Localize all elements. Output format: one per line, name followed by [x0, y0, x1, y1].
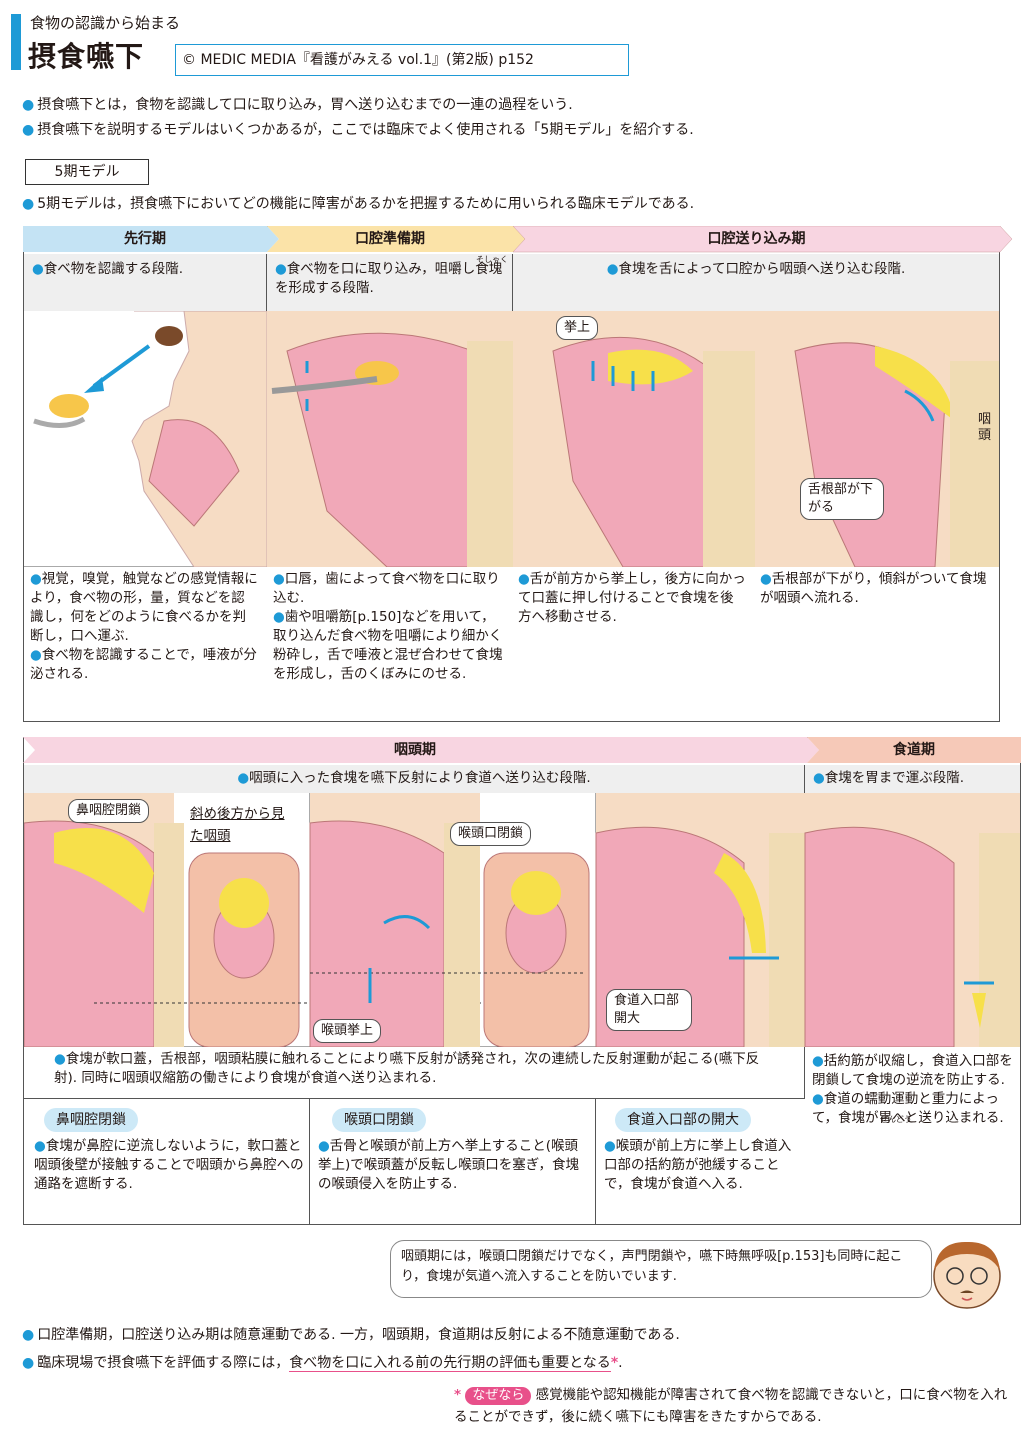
note-koukuu-junbi: ●口唇，歯によって食べ物を口に取り込む. ●歯や咀嚼筋[p.150]などを用いて… — [273, 570, 505, 684]
divider — [24, 1098, 805, 1099]
phase-head-senkou: 先行期 — [23, 226, 267, 252]
divider — [595, 1099, 596, 1225]
sub-text-shokudou: ●喉頭が前上方に挙上し食道入口部の括約筋が弛緩することで，食塊が食道へ入る. — [604, 1137, 800, 1194]
nazenara-badge: なぜなら — [465, 1387, 531, 1405]
top-illustrations — [24, 311, 999, 567]
label-zekonbu: 舌根部が下がる — [800, 478, 884, 520]
label-intou: 咽頭 — [978, 412, 994, 444]
divider — [309, 1099, 310, 1225]
footer-bullet-2: ●臨床現場で摂食嚥下を評価する際には，食べ物を口に入れる前の先行期の評価も重要と… — [22, 1353, 1012, 1373]
page-subtitle: 食物の認識から始まる — [30, 12, 180, 33]
label-biinkou: 鼻咽腔閉鎖 — [68, 799, 149, 823]
note-senkou: ●視覚，嗅覚，触覚などの感覚情報により，食べ物の形，量，質などを認識し，何をどの… — [30, 570, 258, 684]
label-koutou-kyojo: 喉頭挙上 — [313, 1019, 381, 1043]
note-okurikomi-2: ●舌根部が下がり，傾斜がついて食塊が咽頭へ流れる. — [760, 570, 992, 608]
section-intro: ●5期モデルは，摂食嚥下においてどの機能に障害があるかを把握するために用いられる… — [22, 194, 1012, 214]
phase-head-koukuu-okurikomi: 口腔送り込み期 — [513, 226, 1000, 252]
subhead-shokudou: 食道入口部の開大 — [615, 1108, 751, 1132]
page-title: 摂食嚥下 — [28, 35, 144, 75]
esophagus-notes: ●括約筋が収縮し，食道入口部を閉鎖して食塊の逆流を防止する. ●食道の蠕動運動と… — [812, 1052, 1014, 1128]
phase-head-koukuu-junbi: 口腔準備期 — [267, 226, 513, 252]
note-okurikomi-1: ●舌が前方から挙上し，後方に向かって口蓋に押し付けることで食塊を後方へ移動させる… — [518, 570, 746, 627]
copyright-box: © MEDIC MEDIA『看護がみえる vol.1』(第2版) p152 — [175, 44, 629, 76]
sub-text-koutou: ●舌骨と喉頭が前上方へ挙上すること(喉頭挙上)で喉頭蓋が反転し喉頭口を塞ぎ，食塊… — [318, 1137, 590, 1194]
title-accent-bar — [11, 14, 21, 70]
section-label: 5期モデル — [25, 159, 149, 185]
subhead-biinkou: 鼻咽腔閉鎖 — [44, 1108, 138, 1132]
label-shokudou-kaidai: 食道入口部開大 — [606, 989, 692, 1031]
label-kyojo: 挙上 — [556, 316, 598, 340]
footnote-reason: * なぜなら 感覚機能や認知機能が障害されて食べ物を認識できないと，口に食べ物を… — [454, 1384, 1014, 1428]
label-koutou-heisa: 喉頭口閉鎖 — [450, 822, 531, 846]
label-naname: 斜め後方から見た咽頭 — [190, 803, 290, 847]
intro-bullet-2: ●摂食嚥下を説明するモデルはいくつかあるが，ここでは臨床でよく使用される「5期モ… — [22, 120, 1012, 140]
speech-bubble: 咽頭期には，喉頭口閉鎖だけでなく，声門閉鎖や，嚥下時無呼吸[p.153]も同時に… — [390, 1240, 932, 1298]
phase-head-intou: 咽頭期 — [23, 737, 807, 763]
subhead-koutou: 喉頭口閉鎖 — [332, 1108, 426, 1132]
phase-head-shokudou: 食道期 — [807, 737, 1021, 763]
footer-emphasis: 食べ物を口に入れる前の先行期の評価も重要となる — [289, 1355, 611, 1372]
intro-bullet-1: ●摂食嚥下とは，食物を認識して口に取り込み，胃へ送り込むまでの一連の過程をいう. — [22, 95, 1012, 115]
phase-desc-shokudou: ●食塊を胃まで運ぶ段階. — [805, 765, 1020, 793]
footer-bullet-1: ●口腔準備期，口腔送り込み期は随意運動である. 一方，咽頭期，食道期は反射による… — [22, 1325, 1012, 1345]
phase-desc-intou: ●咽頭に入った食塊を嚥下反射により食道へ送り込む段階. — [24, 765, 805, 793]
doctor-avatar-icon — [922, 1236, 1012, 1311]
sub-text-biinkou: ●食塊が鼻腔に逆流しないように，軟口蓋と咽頭後壁が接触することで咽頭から鼻腔への… — [34, 1137, 306, 1194]
ruby-soshaku: そしゃく — [476, 254, 508, 265]
phase-desc-senkou: ●食べ物を認識する段階. — [24, 254, 267, 311]
ruby-zendou: ぜんどう — [880, 1114, 912, 1125]
pharynx-note: ●食塊が軟口蓋，舌根部，咽頭粘膜に触れることにより嚥下反射が誘発され，次の連続し… — [24, 1047, 805, 1099]
phase-desc-koukuu-okurikomi: ●食塊を舌によって口腔から咽頭へ送り込む段階. — [513, 254, 999, 311]
